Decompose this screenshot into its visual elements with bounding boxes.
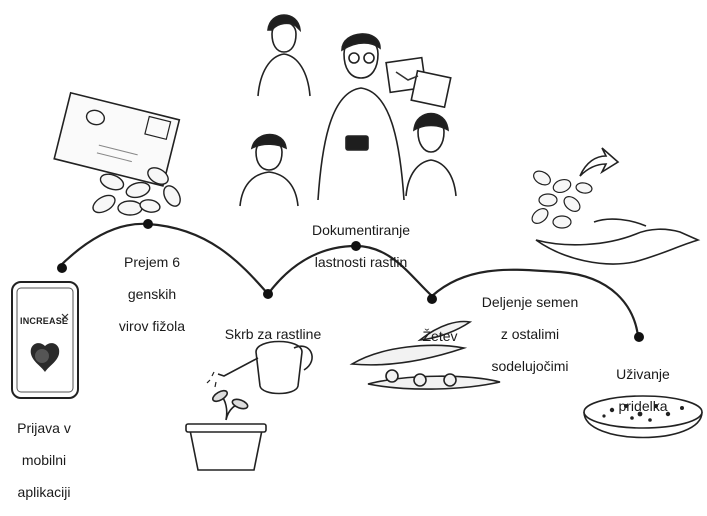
family-photos-icon: [239, 14, 457, 207]
step-dot-document: [351, 241, 361, 251]
step-dot-harvest: [427, 294, 437, 304]
hand-beans-icon: [531, 147, 701, 265]
step-label-harvest: Žetev: [422, 328, 458, 344]
envelope-icon: [53, 91, 181, 187]
beans-icon: [92, 167, 181, 216]
step-label-enjoy: Uživanje pridelka: [616, 366, 670, 414]
app-logo: INCREASE: [20, 316, 69, 326]
step-dot-enjoy: [634, 332, 644, 342]
step-dot-signup: [57, 263, 67, 273]
step-label-signup: Prijava v mobilni aplikaciji: [17, 420, 71, 500]
step-label-document: Dokumentiranje lastnosti rastlin: [311, 222, 411, 270]
step-label-share: Deljenje semen z ostalimi sodelujočimi: [481, 294, 579, 374]
step-dot-care: [263, 289, 273, 299]
step-dot-receive: [143, 219, 153, 229]
bean-pods-icon: [349, 320, 501, 390]
watering-can-icon: [206, 340, 313, 395]
step-label-receive: Prejem 6 genskih virov fižola: [118, 254, 186, 334]
phone-app-icon: [11, 281, 79, 399]
pot-seedling-icon: [185, 389, 267, 471]
soup-bowl-icon: [583, 395, 703, 439]
step-label-care: Skrb za rastline: [224, 326, 322, 342]
process-diagram: [11, 14, 703, 471]
